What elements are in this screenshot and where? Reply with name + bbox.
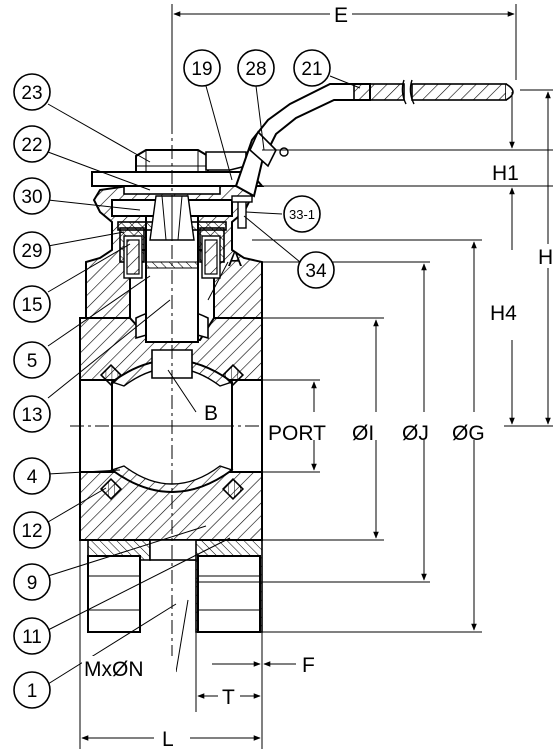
callout-34: 34 xyxy=(297,251,335,289)
callout-4: 4 xyxy=(13,457,51,495)
callout-9: 9 xyxy=(13,563,51,601)
callout-12: 12 xyxy=(13,511,51,549)
callout-33-1: 33-1 xyxy=(283,195,321,233)
label-b: B xyxy=(204,402,218,425)
svg-text:30: 30 xyxy=(21,187,42,208)
dim-h: H xyxy=(538,246,553,269)
callout-30: 30 xyxy=(13,177,51,215)
seats xyxy=(99,363,245,501)
dimension-labels: E H1 H H4 PORT ØI ØJ ØG F T L MxØN A B xyxy=(82,3,553,749)
svg-text:9: 9 xyxy=(27,573,38,594)
svg-text:4: 4 xyxy=(27,467,38,488)
dim-t: T xyxy=(222,686,235,709)
dim-oj: ØJ xyxy=(402,422,429,445)
dim-l: L xyxy=(162,728,174,749)
svg-text:12: 12 xyxy=(21,521,42,542)
dim-e: E xyxy=(334,4,348,27)
callout-11: 11 xyxy=(13,617,51,655)
dim-h1: H1 xyxy=(492,162,519,185)
dim-oi: ØI xyxy=(352,422,374,445)
label-a: A xyxy=(228,248,242,271)
callout-bubbles: 23 22 30 29 15 5 13 4 12 9 11 1 19 28 21… xyxy=(13,49,335,709)
svg-text:28: 28 xyxy=(245,59,266,80)
callout-19: 19 xyxy=(183,49,221,87)
callout-15: 15 xyxy=(13,285,51,323)
callout-5: 5 xyxy=(13,341,51,379)
dim-port: PORT xyxy=(268,422,326,445)
callout-21: 21 xyxy=(293,49,331,87)
svg-text:21: 21 xyxy=(301,59,322,80)
dim-og: ØG xyxy=(452,422,485,445)
svg-text:33-1: 33-1 xyxy=(289,207,315,222)
svg-text:22: 22 xyxy=(21,135,42,156)
callout-28: 28 xyxy=(237,49,275,87)
callout-22: 22 xyxy=(13,125,51,163)
callout-1: 1 xyxy=(13,671,51,709)
callout-leaders xyxy=(47,75,361,685)
dim-h4: H4 xyxy=(490,302,517,325)
dim-mxon: MxØN xyxy=(84,658,144,681)
centerlines xyxy=(70,120,262,680)
svg-text:15: 15 xyxy=(21,295,42,316)
svg-text:29: 29 xyxy=(21,241,42,262)
svg-text:19: 19 xyxy=(191,59,212,80)
svg-text:34: 34 xyxy=(305,261,327,282)
callout-13: 13 xyxy=(13,395,51,433)
svg-text:13: 13 xyxy=(21,405,42,426)
dim-f: F xyxy=(302,654,315,677)
svg-text:5: 5 xyxy=(27,351,38,372)
svg-text:11: 11 xyxy=(22,627,42,648)
svg-text:23: 23 xyxy=(21,83,42,104)
callout-23: 23 xyxy=(13,73,51,111)
callout-29: 29 xyxy=(13,231,51,269)
svg-text:1: 1 xyxy=(27,681,38,702)
dimension-lines xyxy=(79,4,553,749)
